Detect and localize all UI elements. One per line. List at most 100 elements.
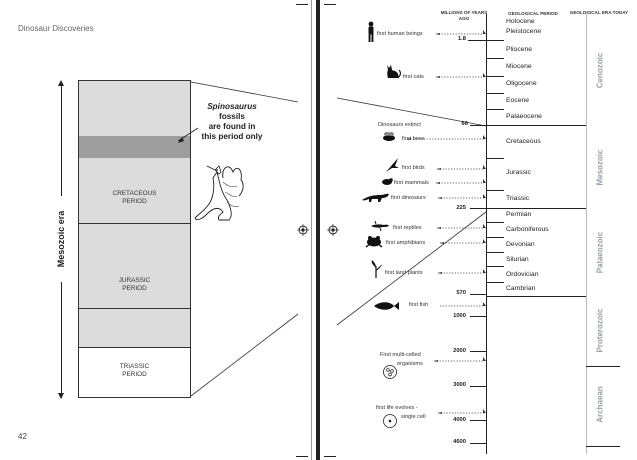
era-divider [586, 446, 620, 447]
period-divider [486, 158, 504, 159]
fish-silhouette-icon [374, 302, 399, 310]
mya-225: 225 [456, 205, 466, 211]
event-first-bees: first bees [402, 136, 425, 142]
mya-tick [470, 420, 486, 421]
period-divider [486, 125, 586, 126]
jurassic-block [78, 223, 191, 348]
triassic-block [78, 347, 191, 398]
mya-tick [470, 125, 486, 126]
event-first-dinosaurs: first dinosaurs [391, 195, 426, 201]
event-first-cats: first cats [403, 74, 424, 80]
period-divider [486, 282, 504, 283]
gutter-tick-bottom-right [324, 456, 336, 457]
event-first-amphibians: first amphibians [386, 240, 426, 246]
event-first-humans: first human beings [377, 31, 423, 37]
registration-mark-left-icon [297, 224, 309, 236]
header-period: GEOLOGICAL PERIOD [508, 11, 558, 16]
mya-4000: 4000 [453, 417, 466, 423]
gutter-tick-top-left [296, 4, 308, 5]
mya-4600: 4600 [453, 439, 466, 445]
gutter-tick-bottom-left [296, 456, 308, 457]
mya-tick [470, 443, 486, 444]
period-divider [486, 252, 504, 253]
page-number: 42 [18, 432, 27, 441]
period-divider [486, 296, 586, 297]
mya-66: 66 [461, 121, 468, 127]
mya-tick [470, 294, 486, 295]
period-permian: Permian [506, 211, 532, 218]
period-miocene: Miocene [506, 63, 532, 70]
period-divider [486, 190, 504, 191]
mya-1-8: 1.8 [457, 36, 466, 42]
registration-mark-right-icon [327, 224, 339, 236]
callout-species: Spinosaurus [207, 102, 257, 111]
period-divider [486, 208, 586, 209]
mya-tick [468, 40, 486, 41]
period-triassic: Triassic [506, 195, 530, 202]
period-cretaceous: Cretaceous [506, 138, 541, 145]
period-pleistocene: Pleistocene [506, 28, 542, 35]
event-first-land-plants: first land plants [385, 270, 423, 276]
gutter-tick-top-right [324, 4, 336, 5]
event-dinosaurs-extinct: Dinosaurs extinct [378, 122, 421, 128]
mya-570: 570 [456, 290, 466, 296]
event-first-mammals: first mammals [394, 180, 429, 186]
page-title: Dinosaur Discoveries [18, 24, 94, 33]
period-palaeocene: Palaeocene [506, 113, 542, 120]
period-silurian: Silurian [506, 256, 529, 263]
dinosaur-silhouette-icon [362, 193, 389, 202]
jurassic-separator [78, 308, 191, 309]
mya-tick [470, 351, 486, 352]
callout-line4: this period only [201, 132, 263, 141]
plant-silhouette-icon [371, 260, 383, 278]
event-first-life-2: single cell [401, 414, 426, 420]
mammal-silhouette-icon [382, 178, 393, 185]
spinosaurus-band [78, 136, 191, 158]
period-divider [486, 109, 504, 110]
mya-tick [470, 316, 486, 317]
event-first-life-1: first life evolves - [376, 405, 418, 411]
era-column-axis [586, 14, 587, 454]
era-divider [586, 366, 620, 367]
axis-arrow-down-icon [58, 393, 64, 399]
frog-silhouette-icon [365, 236, 383, 248]
period-ordovician: Ordovician [506, 271, 539, 278]
axis-arrow-up-icon [58, 80, 64, 86]
callout-line2: fossils [219, 112, 245, 121]
reptile-silhouette-icon [371, 220, 389, 232]
period-divider [486, 40, 504, 41]
period-devonian: Devonian [506, 241, 535, 248]
spinosaurus-illustration [194, 165, 244, 221]
callout-line3: are found in [208, 122, 256, 131]
period-divider [486, 58, 504, 59]
spinosaurus-callout: Spinosaurus fossils are found in this pe… [196, 102, 268, 142]
header-era: GEOLOGICAL ERA TODAY [569, 10, 629, 15]
event-first-fish: first fish [409, 302, 429, 308]
period-divider [486, 93, 504, 94]
period-eocene: Eocene [506, 97, 530, 104]
period-divider [486, 222, 504, 223]
mya-2000: 2000 [453, 348, 466, 354]
triassic-label: TRIASSIC PERIOD [119, 363, 150, 378]
bee-silhouette-icon [383, 132, 395, 141]
jurassic-label: JURASSIC PERIOD [118, 277, 151, 292]
mya-1000: 1000 [453, 313, 466, 319]
cat-silhouette-icon [387, 65, 401, 78]
event-multi-celled-1: First multi-celled [380, 352, 421, 358]
timeline-axis [486, 14, 487, 454]
period-divider [486, 76, 504, 77]
period-carboniferous: Carboniferous [506, 226, 549, 233]
event-multi-celled-2: organisms [397, 361, 423, 367]
period-pliocene: Pliocene [506, 46, 533, 53]
single-cell-icon [383, 414, 397, 428]
page-gutter-left [311, 0, 312, 460]
mya-tick [470, 386, 486, 387]
multicell-organism-icon [383, 365, 397, 379]
period-cambrian: Cambrian [506, 285, 536, 292]
period-divider [486, 237, 504, 238]
cretaceous-label: CRETACEOUS PERIOD [112, 190, 157, 205]
event-first-reptiles: first reptiles [393, 225, 422, 231]
human-silhouette-icon [368, 21, 374, 42]
